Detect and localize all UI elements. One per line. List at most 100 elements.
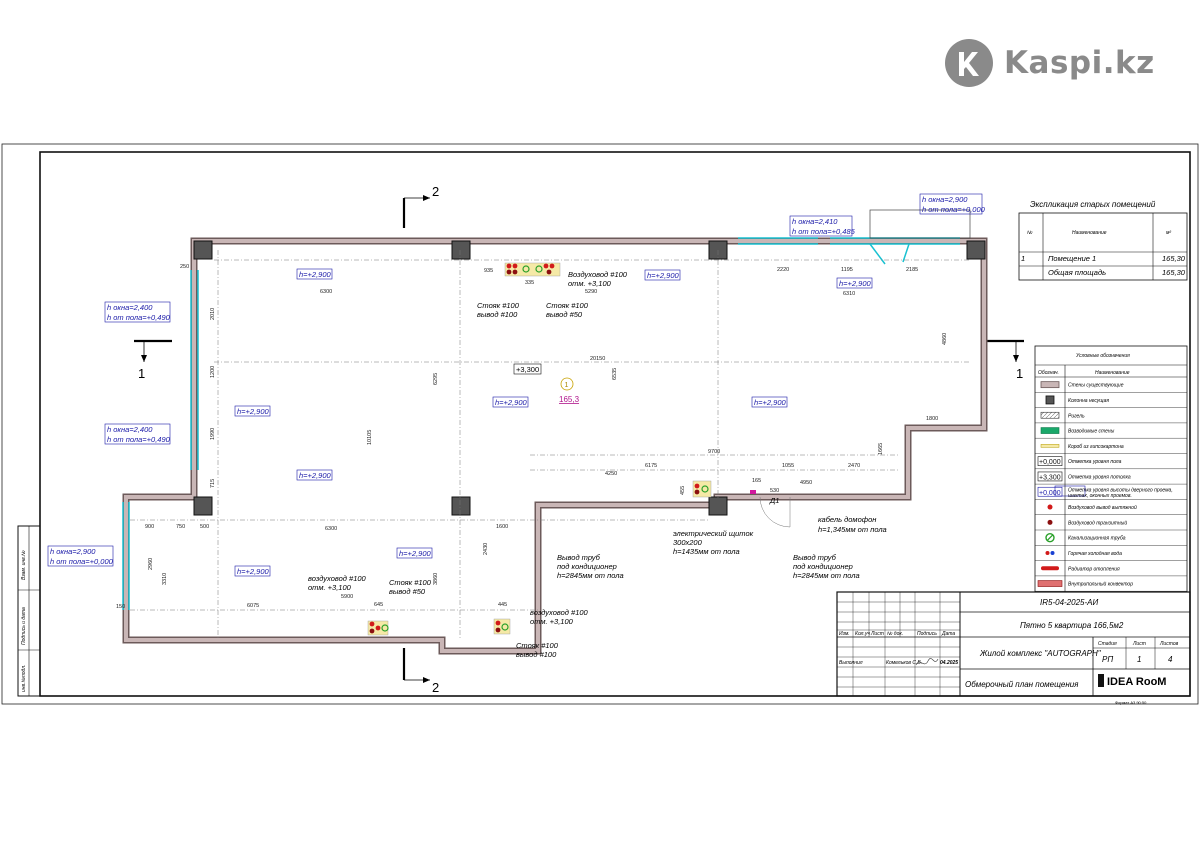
dim: 445	[498, 602, 507, 608]
dim: 250	[180, 264, 189, 270]
ceiling-label: h=+2,900	[299, 471, 332, 480]
note: отм. +3,100	[568, 279, 612, 288]
legend-name: Воздуховод транзитный	[1068, 519, 1127, 526]
note: Д1	[769, 496, 779, 505]
legend-symbol-tagblue: +0,000	[1037, 486, 1063, 497]
note: Вывод труб	[557, 553, 601, 562]
note: электрический щиток	[673, 529, 754, 538]
legend-name: Горячая холодная вода	[1068, 551, 1122, 557]
dim: 4860	[942, 333, 948, 345]
note: воздуховод #100	[530, 608, 589, 617]
window-label: h окна=2,410	[792, 217, 838, 226]
ceiling-label: h=+2,900	[237, 407, 270, 416]
legend-name: Внутрипольный конвектор	[1068, 581, 1133, 588]
ceiling-labels	[234, 268, 1086, 577]
legend-row: Внутрипольный конвектор	[1035, 580, 1187, 592]
dim: 335	[525, 280, 534, 286]
legend-symbol-radiator	[1041, 566, 1059, 571]
legend-name: Отметка уровня потолка	[1068, 474, 1131, 480]
tb-col: № док.	[887, 631, 903, 637]
tb-object: Пятно 5 квартира 166,5м2	[1020, 621, 1124, 630]
legend-symbol-tag: +0,000	[1037, 456, 1063, 466]
section-label-top: 2	[432, 184, 439, 199]
tb-format: Формат А3 90:50	[1115, 700, 1147, 705]
legend-symbol-wall	[1040, 381, 1060, 389]
window-label: h от пола=+0,490	[107, 313, 171, 322]
legend-row: Возводимые стены	[1035, 427, 1187, 439]
tb-name: Комельков С.В.	[886, 660, 922, 666]
explication-cell: Помещение 1	[1048, 254, 1096, 263]
room-marker	[560, 377, 574, 391]
tb-sheet-h: Лист	[1132, 641, 1146, 647]
tb-col: Лист	[870, 631, 884, 637]
dim: 20150	[590, 356, 605, 362]
outer-frame	[1, 143, 1199, 705]
ceiling-label: h=+2,900	[754, 398, 787, 407]
side-stamp-1: Взам. инв.№	[21, 550, 27, 580]
explication-header: Наименование	[1072, 230, 1107, 236]
dim: 2430	[483, 543, 489, 555]
legend-row: +3,300 Отметка уровня потолка	[1035, 471, 1187, 485]
legend-symbol-ribbed	[1040, 411, 1060, 419]
legend-row: Стены существующие	[1035, 381, 1187, 393]
dim: 4250	[605, 471, 617, 477]
tb-sheets-h: Листов	[1159, 641, 1179, 647]
legend-col-name: Наименование	[1095, 370, 1130, 376]
note: под кондиционер	[557, 562, 617, 571]
window-label: h окна=2,400	[107, 303, 153, 312]
windows	[122, 237, 960, 610]
legend-tag: +0,000	[1039, 490, 1061, 497]
column	[193, 496, 213, 516]
legend-name: Воздуховод вывод вытяжной	[1068, 504, 1137, 511]
note: Стояк #100	[546, 301, 589, 310]
dim: 750	[176, 524, 185, 530]
window-label: h окна=2,900	[50, 547, 96, 556]
dim: 6075	[247, 603, 259, 609]
tb-complex: Жилой комплекс "AUTOGRAPH"	[979, 649, 1102, 658]
ceiling-label: h=+2,900	[237, 567, 270, 576]
columns	[193, 240, 986, 516]
explication-cell: 165,30	[1162, 254, 1186, 263]
dim: 4950	[800, 480, 812, 486]
dim: 1055	[782, 463, 794, 469]
note: воздуховод #100	[308, 574, 367, 583]
tb-role: Выполнил	[839, 660, 863, 666]
dim: 2010	[210, 308, 216, 320]
dim: 6300	[320, 289, 332, 295]
legend-name: Возводимые стены	[1068, 429, 1115, 435]
note: отм. +3,100	[530, 617, 574, 626]
section-label-bottom: 2	[432, 680, 439, 695]
dim: 1800	[926, 416, 938, 422]
legend-title: Условные обозначения	[1076, 353, 1130, 359]
legend-row: Радиатор отопления	[1035, 566, 1187, 577]
tb-sheet-title: Обмерочный план помещения	[965, 680, 1079, 689]
side-stamp-2: Подпись и дата	[21, 607, 27, 645]
note: под кондиционер	[793, 562, 853, 571]
window-label: h от пола=+0,000	[922, 205, 986, 214]
legend-row: Ригель	[1035, 411, 1187, 424]
dim: 530	[770, 488, 779, 494]
legend-symbol-box	[1040, 444, 1060, 448]
tb-company: IDEA RooM	[1107, 676, 1166, 688]
legend-symbol-convector	[1037, 580, 1063, 587]
room-area: 165,3	[559, 395, 580, 404]
legend-row: Канализационная труба	[1035, 532, 1187, 546]
inner-frame	[39, 151, 1191, 697]
dim: 150	[116, 604, 125, 610]
ceiling-label: h=+2,900	[647, 271, 680, 280]
legend-name: Радиатор отопления	[1068, 566, 1120, 572]
tb-date: 04.2025	[940, 660, 958, 666]
side-stamp-3: инв.№подл.	[21, 665, 27, 692]
legend-col-symbol: Обознач.	[1038, 370, 1059, 376]
side-stamp: Взам. инв.№ Подпись и дата инв.№подл.	[17, 525, 41, 697]
legend-symbol-tag: +3,300	[1037, 471, 1063, 481]
window-labels: h окна=2,400 h от пола=+0,490 h окна=2,4…	[47, 193, 986, 567]
dim: 2220	[777, 267, 789, 273]
legend-symbol-water	[1045, 550, 1055, 555]
note: вывод #100	[477, 310, 518, 319]
legend-name: Ригель	[1068, 413, 1085, 419]
column	[708, 496, 728, 516]
section-label-right: 1	[1016, 366, 1023, 381]
